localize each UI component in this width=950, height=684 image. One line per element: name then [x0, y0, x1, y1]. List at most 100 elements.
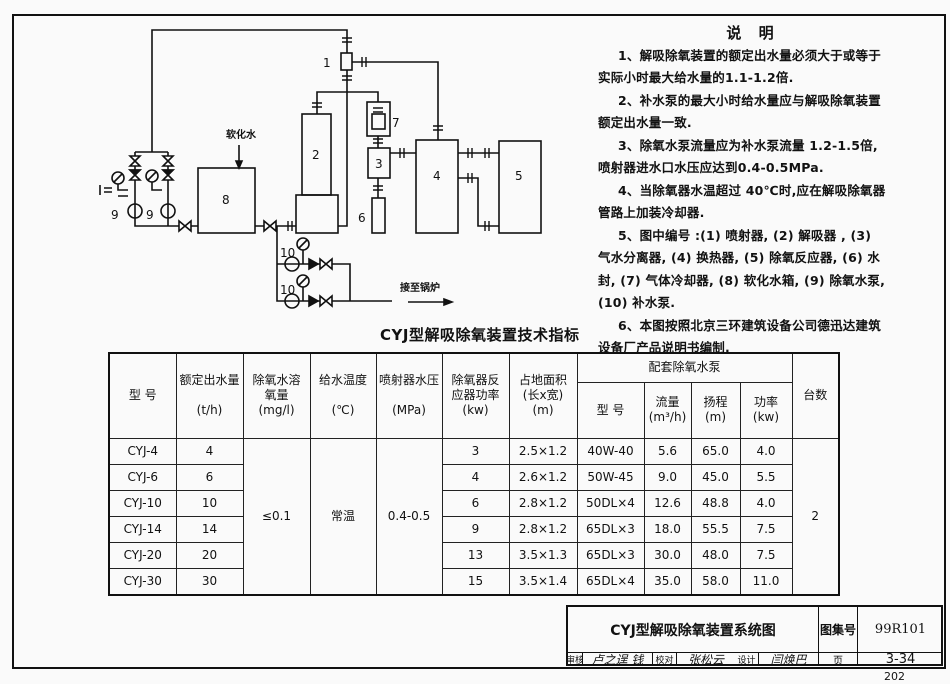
header-pump-model: 型 号	[576, 381, 645, 439]
cell-flow: 5.6	[643, 437, 692, 465]
label-9b: 9	[146, 208, 154, 222]
gas-cooler-7-inner	[371, 113, 386, 130]
cell-reactor-power: 4	[441, 463, 510, 491]
review-signature: 卢之逞 钱	[583, 653, 653, 666]
cell-power: 5.5	[739, 463, 793, 491]
pump-icon	[284, 293, 300, 309]
cell-reactor-power: 9	[441, 515, 510, 543]
cell-flow: 35.0	[643, 567, 692, 595]
cell-flow: 30.0	[643, 541, 692, 569]
label-8: 8	[222, 193, 230, 207]
cell-power: 7.5	[739, 515, 793, 543]
spec-table: 型 号 额定出水量(t/h) 除氧水溶氧量(mg/l) 给水温度(℃) 喷射器水…	[108, 352, 840, 596]
header-flow: 流量(m³/h)	[643, 381, 692, 439]
design-signature: 闫焕巴	[759, 653, 819, 666]
header-rated-output: 额定出水量(t/h)	[175, 352, 244, 439]
drawing-frame	[12, 14, 946, 669]
cell-floor-area: 2.8×1.2	[508, 489, 578, 517]
cell-floor-area: 3.5×1.4	[508, 567, 578, 595]
cell-rated-output: 30	[175, 567, 244, 595]
cell-head: 45.0	[690, 463, 741, 491]
page-label: 页	[819, 653, 858, 666]
note-item: 3、除氧水泵流量应为补水泵流量 1.2-1.5倍,喷射器进水口水压应达到0.4-…	[598, 137, 878, 176]
header-reactor-power: 除氧器反应器功率(kw)	[441, 352, 510, 439]
cell-pump-model: 65DL×4	[576, 567, 645, 595]
cell-reactor-power: 15	[441, 567, 510, 595]
cell-dissolved-oxygen: ≤0.1	[242, 437, 311, 595]
cell-model: CYJ-14	[108, 515, 177, 543]
separator-3	[367, 147, 391, 179]
cell-ejector-pressure: 0.4-0.5	[375, 437, 443, 595]
cell-flow: 12.6	[643, 489, 692, 517]
cell-flow: 18.0	[643, 515, 692, 543]
check-valve-icon	[308, 257, 320, 308]
pump-9-group	[99, 155, 176, 219]
cell-rated-output: 6	[175, 463, 244, 491]
cell-model: CYJ-30	[108, 567, 177, 595]
cell-reactor-power: 6	[441, 489, 510, 517]
to-boiler-label: 接至锅炉	[400, 281, 440, 294]
soft-water-label: 软化水	[226, 128, 257, 141]
softened-water-tank-8	[197, 167, 256, 234]
label-6: 6	[358, 211, 366, 225]
cell-pump-model: 40W-40	[576, 437, 645, 465]
cell-model: CYJ-6	[108, 463, 177, 491]
note-item: 4、当除氧器水温超过 40℃时,应在解吸除氧器管路上加装冷却器.	[598, 182, 886, 221]
note-item: 5、图中编号 :(1) 喷射器, (2) 解吸器 , (3) 气水分离器, (4…	[598, 227, 886, 311]
cell-rated-output: 10	[175, 489, 244, 517]
check-valve-icon	[128, 169, 175, 177]
heat-exchanger-4	[415, 139, 459, 234]
cell-floor-area: 2.5×1.2	[508, 437, 578, 465]
cell-floor-area: 2.6×1.2	[508, 463, 578, 491]
pipes	[134, 29, 499, 302]
design-label: 设计	[735, 653, 759, 666]
pump-icon	[284, 256, 300, 272]
drawing-title: CYJ型解吸除氧装置系统图	[568, 607, 819, 653]
cell-pump-model: 65DL×3	[576, 515, 645, 543]
check-signature: 张松云	[687, 653, 724, 666]
page-code: 3-34	[885, 653, 916, 666]
cell-head: 65.0	[690, 437, 741, 465]
cell-head: 48.0	[690, 541, 741, 569]
cell-reactor-power: 3	[441, 437, 510, 465]
cell-power: 4.0	[739, 489, 793, 517]
ejector-1	[340, 52, 353, 71]
note-item: 6、本图按照北京三环建筑设备公司德迅达建筑设备厂产品说明书编制.	[598, 317, 881, 356]
cell-head: 55.5	[690, 515, 741, 543]
atlas-no-label: 图集号	[819, 607, 858, 653]
check-label: 校对	[653, 653, 677, 666]
arrowhead-icon	[443, 297, 455, 307]
gas-cooler-7	[366, 101, 391, 137]
cell-rated-output: 4	[175, 437, 244, 465]
spec-table-title: CYJ型解吸除氧装置技术指标	[380, 326, 580, 344]
header-pump-group: 配套除氧水泵	[576, 352, 793, 383]
notes-section: 说 明 1、解吸除氧装置的额定出水量必须大于或等于实际小时最大给水量的1.1-1…	[598, 22, 888, 360]
label-1: 1	[323, 56, 331, 70]
desorber-2-base	[295, 194, 339, 234]
pump-icon	[127, 203, 143, 219]
cell-power: 4.0	[739, 437, 793, 465]
page-number: 202	[884, 670, 905, 683]
header-head: 扬程(m)	[690, 381, 741, 439]
review-label: 审核	[568, 653, 583, 666]
flanges	[287, 37, 490, 231]
cell-pump-model: 50W-45	[576, 463, 645, 491]
reactor-5	[498, 140, 542, 234]
label-10a: 10	[280, 246, 295, 260]
header-ejector-pressure: 喷射器水压(MPa)	[375, 352, 443, 439]
valve-icon	[263, 219, 277, 233]
cell-head: 48.8	[690, 489, 741, 517]
notes-title: 说 明	[726, 24, 780, 42]
cell-count: 2	[791, 437, 840, 595]
atlas-no: 99R101	[858, 607, 943, 653]
cell-model: CYJ-10	[108, 489, 177, 517]
cell-floor-area: 2.8×1.2	[508, 515, 578, 543]
cell-flow: 9.0	[643, 463, 692, 491]
cell-pump-model: 65DL×3	[576, 541, 645, 569]
cell-power: 7.5	[739, 541, 793, 569]
header-power: 功率(kw)	[739, 381, 793, 439]
